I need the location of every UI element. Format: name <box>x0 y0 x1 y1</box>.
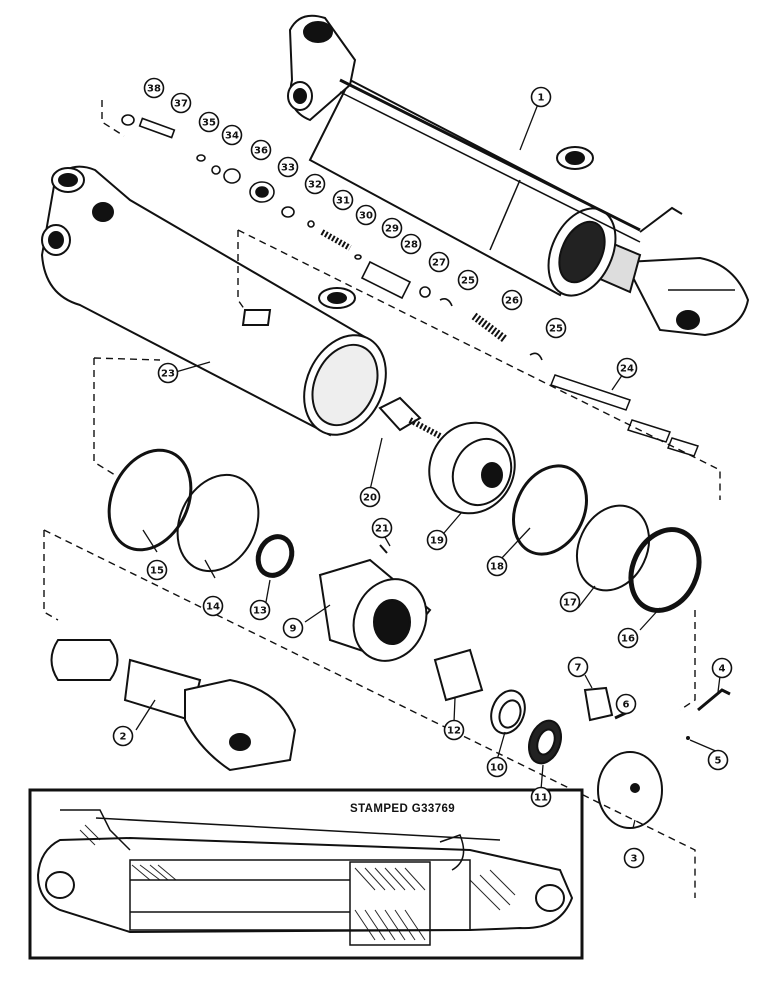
callout-number: 34 <box>225 131 239 142</box>
small-parts-row <box>121 114 543 361</box>
callout-c15: 15 <box>146 559 168 581</box>
callout-c16: 16 <box>617 627 639 649</box>
callout-number: 11 <box>534 793 548 804</box>
callout-number: 21 <box>375 524 389 535</box>
callout-c25a: 25 <box>457 269 479 291</box>
callout-number: 35 <box>202 118 216 129</box>
callout-c2: 2 <box>112 725 134 747</box>
callout-c10: 10 <box>486 756 508 778</box>
callout-number: 24 <box>620 364 634 375</box>
callout-c27: 27 <box>428 251 450 273</box>
callout-c31: 31 <box>332 189 354 211</box>
callout-c3: 3 <box>623 847 645 869</box>
pins <box>550 374 699 457</box>
callout-number: 36 <box>254 146 268 157</box>
callout-c35: 35 <box>198 111 220 133</box>
callout-c19: 19 <box>426 529 448 551</box>
callout-number: 23 <box>161 369 175 380</box>
callout-c20: 20 <box>359 486 381 508</box>
callout-number: 20 <box>363 493 377 504</box>
callout-number: 13 <box>253 606 267 617</box>
callout-number: 6 <box>623 700 630 711</box>
callout-number: 37 <box>174 99 188 110</box>
callout-c33: 33 <box>277 156 299 178</box>
callout-number: 2 <box>120 732 127 743</box>
callout-c38: 38 <box>143 77 165 99</box>
callout-c12: 12 <box>443 719 465 741</box>
callout-c30: 30 <box>355 204 377 226</box>
cylinder-barrel <box>40 165 387 437</box>
callout-c37: 37 <box>170 92 192 114</box>
callout-number: 28 <box>404 240 418 251</box>
callout-c34: 34 <box>221 124 243 146</box>
callout-c11: 11 <box>530 786 552 808</box>
callout-number: 3 <box>631 854 638 865</box>
callout-number: 5 <box>715 756 722 767</box>
callout-number: 9 <box>290 624 297 635</box>
callout-number: 1 <box>538 93 545 104</box>
callout-number: 30 <box>359 211 373 222</box>
callout-number: 29 <box>385 224 399 235</box>
callout-c25b: 25 <box>545 317 567 339</box>
callout-number: 16 <box>621 634 635 645</box>
callout-c14: 14 <box>202 595 224 617</box>
callout-number: 25 <box>461 276 475 287</box>
callout-number: 14 <box>206 602 220 613</box>
callout-c28: 28 <box>400 233 422 255</box>
callout-c4: 4 <box>711 657 733 679</box>
callout-c17: 17 <box>559 591 581 613</box>
gland <box>318 544 432 662</box>
grouping-dashes <box>43 100 721 898</box>
callout-c5: 5 <box>707 749 729 771</box>
seal-rings <box>107 448 702 613</box>
callout-c6: 6 <box>615 693 637 715</box>
cross-section-inset: STAMPED G33769 <box>28 788 584 960</box>
callout-c1: 1 <box>530 86 552 108</box>
callout-c26: 26 <box>501 289 523 311</box>
callout-number: 10 <box>490 763 504 774</box>
callout-number: 15 <box>150 566 164 577</box>
callout-number: 19 <box>430 536 444 547</box>
assembled-cylinder <box>287 14 750 337</box>
rod-end-parts <box>433 648 731 829</box>
callout-number: 27 <box>432 258 446 269</box>
callout-c9: 9 <box>282 617 304 639</box>
piston-rod <box>50 639 297 772</box>
callout-c32: 32 <box>304 173 326 195</box>
callout-number: 4 <box>719 664 726 675</box>
callout-number: 38 <box>147 84 161 95</box>
bolt-and-piston <box>378 396 516 515</box>
callout-number: 12 <box>447 726 461 737</box>
callout-number: 7 <box>575 663 582 674</box>
callout-c7: 7 <box>567 656 589 678</box>
callout-number: 18 <box>490 562 504 573</box>
callout-c36: 36 <box>250 139 272 161</box>
callout-c21: 21 <box>371 517 393 539</box>
callout-number: 26 <box>505 296 519 307</box>
callout-c13: 13 <box>249 599 271 621</box>
callout-number: 31 <box>336 196 350 207</box>
callout-c23: 23 <box>157 362 179 384</box>
callout-number: 25 <box>549 324 563 335</box>
inset-stamp-label: STAMPED G33769 <box>350 803 455 815</box>
callout-number: 17 <box>563 598 577 609</box>
callout-number: 33 <box>281 163 295 174</box>
callout-number: 32 <box>308 180 322 191</box>
callout-c24: 24 <box>616 357 638 379</box>
callout-c18: 18 <box>486 555 508 577</box>
callout-c29: 29 <box>381 217 403 239</box>
